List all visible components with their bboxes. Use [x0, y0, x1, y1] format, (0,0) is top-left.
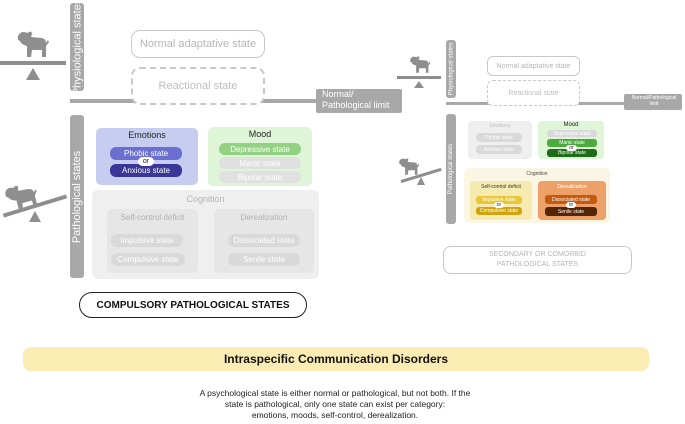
pathological-states-bar: Pathological states	[70, 115, 84, 278]
physiological-states-bar: Physiological states	[446, 40, 456, 98]
self-control-deficit-title: Self-control deficit	[481, 184, 521, 190]
or-badge: or	[566, 145, 577, 151]
derealization-title: Derealization	[557, 184, 587, 190]
mood-title: Mood	[248, 129, 272, 139]
emotions-title: Emotions	[489, 123, 511, 129]
senile-state: Senile state	[545, 207, 597, 216]
secondary-comorbid-states-label: SECONDARY OR COMORBID PATHOLOGICAL STATE…	[443, 246, 632, 274]
banner-title: Intraspecific Communication Disorders	[23, 347, 649, 371]
pathological-states-label: Pathological states	[71, 150, 83, 243]
bipolar-state: Bipolar state	[547, 149, 597, 157]
emotions-title: Emotions	[128, 130, 166, 140]
compulsory-pathological-states-label: COMPULSORY PATHOLOGICAL STATES	[79, 292, 307, 318]
seesaw-icon	[2, 194, 68, 222]
compulsive-state: Compulsive state	[476, 207, 522, 215]
dog-icon	[17, 31, 49, 57]
or-badge: or	[138, 157, 154, 166]
limit-label-bg	[316, 89, 402, 113]
cognition-title: Cognition	[526, 171, 548, 177]
depressive-state: Depressive state	[547, 130, 597, 137]
dissociated-state: Dissociated state	[545, 195, 597, 204]
anxious-state: Anxious state	[110, 164, 182, 177]
mood-title: Mood	[563, 122, 579, 128]
normal-adaptative-state: Normal adaptative state	[131, 30, 265, 58]
dog-icon	[399, 158, 420, 175]
bipolar-state: Bipolar state	[219, 171, 301, 183]
reactional-state: Reactional state	[131, 67, 265, 105]
limit-label-bg	[624, 94, 682, 110]
seesaw-icon	[0, 61, 66, 80]
dog-icon	[5, 185, 38, 212]
or-badge: or	[566, 202, 576, 208]
physiological-states-label: Physiological states	[448, 42, 455, 96]
seesaw-icon	[397, 76, 441, 88]
derealization-title: Derealization	[240, 213, 288, 222]
self-control-deficit-title: Self-control deficit	[120, 213, 185, 222]
caption: A psychological state is either normal o…	[199, 388, 471, 420]
or-badge: or	[494, 202, 504, 208]
normal-adaptative-state: Normal adaptative state	[487, 56, 580, 76]
phobic-state: Phobic state	[476, 133, 522, 142]
impulsive-state: Impulsive state	[476, 196, 522, 204]
depressive-state: Depressive state	[219, 143, 301, 155]
phobic-state: Phobic state	[110, 147, 182, 160]
senile-state: Senile state	[228, 253, 300, 266]
seesaw-icon	[400, 167, 442, 185]
anxious-state: Anxious state	[476, 145, 522, 154]
manic-state: Manic state	[547, 139, 597, 147]
manic-state: Manic state	[219, 157, 301, 169]
physiological-states-bar: Physiological states	[70, 0, 84, 95]
dissociated-state: Dissociated state	[228, 234, 300, 247]
dog-icon	[410, 56, 431, 73]
pathological-states-label: Pathological states	[448, 143, 454, 195]
physiological-states-label: Physiological states	[71, 0, 84, 96]
cognition-title: Cognition	[186, 194, 225, 204]
compulsive-state: Compulsive state	[111, 253, 185, 266]
limit-label: Normal/Pathological limit	[631, 95, 677, 107]
pathological-states-bar: Pathological states	[446, 114, 456, 224]
impulsive-state: Impulsive state	[111, 234, 183, 247]
reactional-state: Reactional state	[487, 80, 580, 106]
limit-label: Normal/ Pathological limit	[322, 89, 390, 110]
